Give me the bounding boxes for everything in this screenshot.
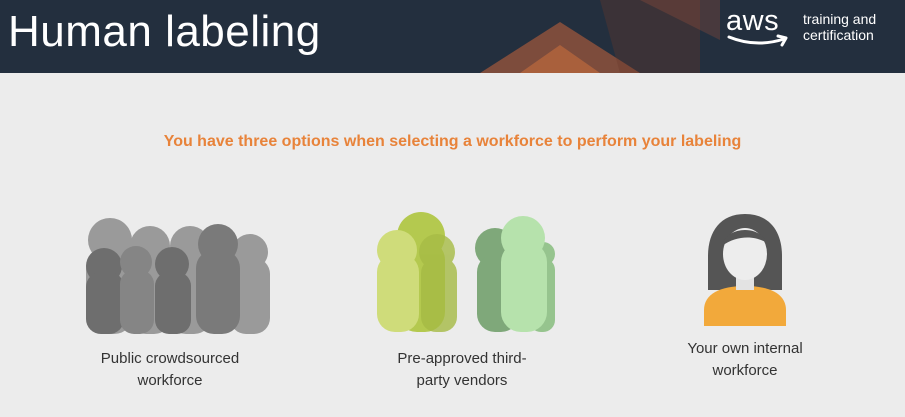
brand-line-1: training and	[803, 11, 877, 27]
brand-line-2: certification	[803, 27, 874, 43]
header-bar: Human labeling aws training and certific…	[0, 0, 905, 73]
option-label-line-1: Your own internal	[687, 340, 803, 357]
option-label-line-1: Pre-approved third-	[397, 350, 527, 367]
option-third-party-vendors: Pre-approved third- party vendors	[332, 210, 592, 392]
option-internal-workforce: Your own internal workforce	[615, 210, 875, 382]
option-label: Pre-approved third- party vendors	[332, 348, 592, 392]
option-label-line-1: Public crowdsourced	[100, 350, 240, 367]
option-label-line-2: party vendors	[416, 372, 508, 389]
aws-training-logo: aws training and certification	[726, 6, 901, 66]
crowd-icon	[86, 218, 270, 334]
aws-logo-text: aws	[726, 5, 780, 37]
option-label: Public crowdsourced workforce	[40, 348, 300, 392]
aws-smile-icon	[727, 34, 788, 47]
brand-subtitle: training and certification	[803, 11, 876, 43]
person-icon	[704, 214, 786, 326]
option-public-crowdsourced: Public crowdsourced workforce	[40, 210, 300, 392]
page-title: Human labeling	[8, 7, 321, 56]
option-label: Your own internal workforce	[615, 338, 875, 382]
option-label-line-2: workforce	[712, 362, 778, 379]
vendor-group-icon	[377, 212, 555, 332]
option-label-line-2: workforce	[137, 372, 203, 389]
header-decoration	[480, 0, 720, 73]
options-intro: You have three options when selecting a …	[163, 133, 742, 150]
